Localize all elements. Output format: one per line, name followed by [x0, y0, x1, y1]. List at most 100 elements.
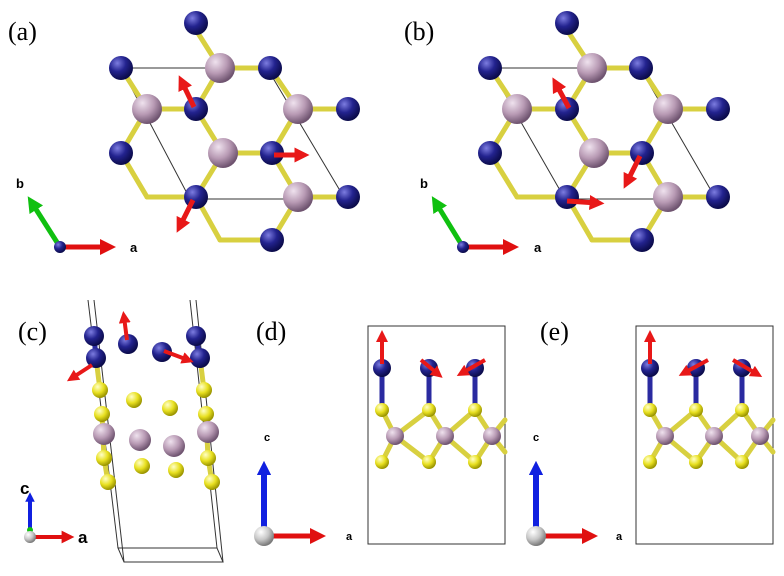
metal-atom: [436, 427, 454, 445]
unit-cell-outline: [367, 325, 506, 545]
metal-atoms: [386, 427, 501, 445]
bonds: [647, 365, 776, 465]
axis-b-label: b: [16, 176, 24, 191]
chalcogen-atom: [689, 403, 703, 417]
origin-atom: [457, 241, 469, 253]
displacement-arrow: [163, 349, 194, 364]
origin-atom: [526, 526, 546, 546]
metal-atoms: [132, 53, 313, 212]
dark-atom: [184, 11, 208, 35]
dark-atom: [260, 228, 284, 252]
axes-indicator-ab: b a: [16, 176, 138, 256]
axes-indicator-ac: c a: [20, 479, 88, 547]
displacement-arrows: [376, 330, 486, 378]
dark-atom: [186, 326, 206, 346]
displacement-arrow: [623, 154, 643, 189]
panel-d: (d): [254, 317, 508, 546]
dark-atom: [629, 56, 653, 80]
dark-atom: [706, 97, 730, 121]
dark-atom: [260, 141, 284, 165]
metal-atom: [283, 94, 313, 124]
dark-atoms: [478, 11, 730, 252]
axis-a-label: a: [534, 240, 542, 255]
chalcogen-atom: [689, 455, 703, 469]
displacement-arrows: [176, 75, 310, 233]
displacement-arrow: [731, 358, 763, 378]
metal-atom: [653, 182, 683, 212]
chalcogen-atom: [375, 403, 389, 417]
displacement-arrow: [178, 75, 197, 109]
metal-atom: [93, 423, 115, 445]
metal-atom: [656, 427, 674, 445]
axis-a-label: a: [616, 531, 623, 543]
dark-atom: [84, 326, 104, 346]
metal-atoms: [93, 421, 219, 457]
chalcogen-atom: [92, 382, 108, 398]
dark-atom: [86, 348, 106, 368]
displacement-arrows: [644, 330, 763, 378]
panel-c-label: (c): [18, 317, 47, 346]
chalcogen-atom: [204, 474, 220, 490]
chalcogen-atom: [198, 406, 214, 422]
metal-atom: [197, 421, 219, 443]
axes-indicator-ab: b a: [420, 176, 542, 256]
displacement-arrow: [566, 195, 605, 210]
origin-atom: [254, 526, 274, 546]
chalcogen-atom: [735, 455, 749, 469]
bonds: [93, 355, 215, 485]
dark-atom: [336, 185, 360, 209]
dark-atom: [478, 141, 502, 165]
bonds: [91, 333, 203, 361]
chalcogen-atom: [94, 406, 110, 422]
displacement-arrow: [552, 77, 572, 110]
displacement-arrows: [552, 77, 643, 210]
chalcogen-atoms: [643, 403, 749, 469]
dark-atom: [109, 141, 133, 165]
dark-atoms: [84, 326, 210, 368]
metal-atom: [705, 427, 723, 445]
dark-atom: [152, 342, 172, 362]
displacement-arrow: [419, 358, 443, 378]
chalcogen-atom: [422, 403, 436, 417]
metal-atom: [577, 53, 607, 83]
chalcogen-atom: [375, 455, 389, 469]
panel-a: (a): [8, 11, 360, 256]
dark-atom: [373, 359, 391, 377]
unit-cell-outline: [489, 67, 717, 200]
chalcogen-atom: [126, 392, 142, 408]
chalcogen-atom: [468, 403, 482, 417]
axis-c-label: c: [264, 432, 270, 444]
panel-e: (e): [526, 317, 776, 546]
chalcogen-atom: [468, 455, 482, 469]
displacement-arrows: [66, 311, 194, 382]
metal-atom: [579, 138, 609, 168]
chalcogen-atom: [643, 455, 657, 469]
bonds: [118, 27, 351, 243]
panel-e-label: (e): [540, 317, 569, 346]
panel-c: (c): [18, 299, 224, 563]
dark-atom: [706, 185, 730, 209]
metal-atoms: [656, 427, 769, 445]
chalcogen-atom: [134, 458, 150, 474]
axis-b-arrow: [27, 196, 63, 249]
dark-atom: [118, 334, 138, 354]
chalcogen-atom: [96, 450, 112, 466]
axis-a-label: a: [346, 531, 353, 543]
dark-atom: [109, 56, 133, 80]
chalcogen-atom: [168, 462, 184, 478]
dark-atom: [555, 185, 579, 209]
axes-indicator-ac: c a: [254, 432, 353, 546]
dark-atoms: [109, 11, 360, 252]
dark-atom: [258, 56, 282, 80]
dark-atom: [630, 141, 654, 165]
axis-b-label: b: [420, 176, 428, 191]
metal-atoms: [502, 53, 683, 212]
dark-atom: [630, 228, 654, 252]
chalcogen-atom: [735, 403, 749, 417]
panel-a-label: (a): [8, 17, 37, 46]
displacement-arrow: [176, 198, 196, 233]
metal-atom: [163, 435, 185, 457]
chalcogen-atom: [422, 455, 436, 469]
unit-cell-outline: [635, 325, 774, 545]
